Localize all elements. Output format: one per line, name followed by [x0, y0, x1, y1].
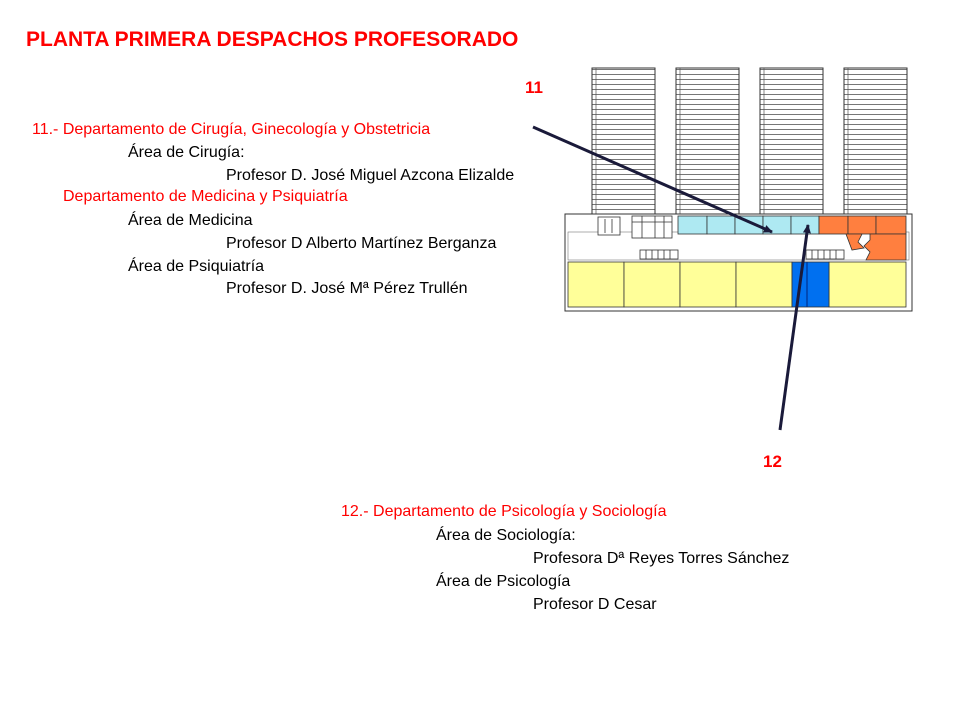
area-psiquiatria: Área de Psiquiatría — [128, 258, 265, 275]
profesor-cesar: Profesor D Cesar — [533, 596, 657, 613]
profesor-martinez: Profesor D Alberto Martínez Berganza — [226, 235, 497, 252]
area-sociologia: Área de Sociología: — [436, 527, 576, 544]
page-title: PLANTA PRIMERA DESPACHOS PROFESORADO — [26, 28, 519, 51]
dept-psicologia: 12.- Departamento de Psicología y Sociol… — [341, 503, 667, 520]
marker-12: 12 — [763, 452, 782, 471]
profesor-perez: Profesor D. José Mª Pérez Trullén — [226, 280, 468, 297]
area-psicologia: Área de Psicología — [436, 573, 571, 590]
wing-1 — [591, 67, 656, 215]
wing-2 — [675, 67, 740, 215]
dept-cirugia: 11.- Departamento de Cirugía, Ginecologí… — [32, 121, 431, 138]
arrow-11 — [532, 125, 773, 234]
dept-medicina: Departamento de Medicina y Psiquiatría — [63, 188, 348, 205]
profesor-azcona: Profesor D. José Miguel Azcona Elizalde — [226, 167, 515, 184]
wing-3 — [759, 67, 824, 215]
offices-yellow — [567, 261, 907, 308]
wing-4 — [843, 67, 908, 215]
corridor-details — [639, 249, 845, 260]
area-medicina: Área de Medicina — [128, 212, 253, 229]
arrow-12 — [778, 224, 811, 431]
area-cirugia: Área de Cirugía: — [128, 144, 245, 161]
offices-area-11 — [677, 215, 820, 235]
profesora-torres: Profesora Dª Reyes Torres Sánchez — [533, 550, 790, 567]
service-rooms — [597, 215, 673, 239]
marker-11: 11 — [525, 78, 543, 97]
offices-orange — [818, 215, 907, 261]
